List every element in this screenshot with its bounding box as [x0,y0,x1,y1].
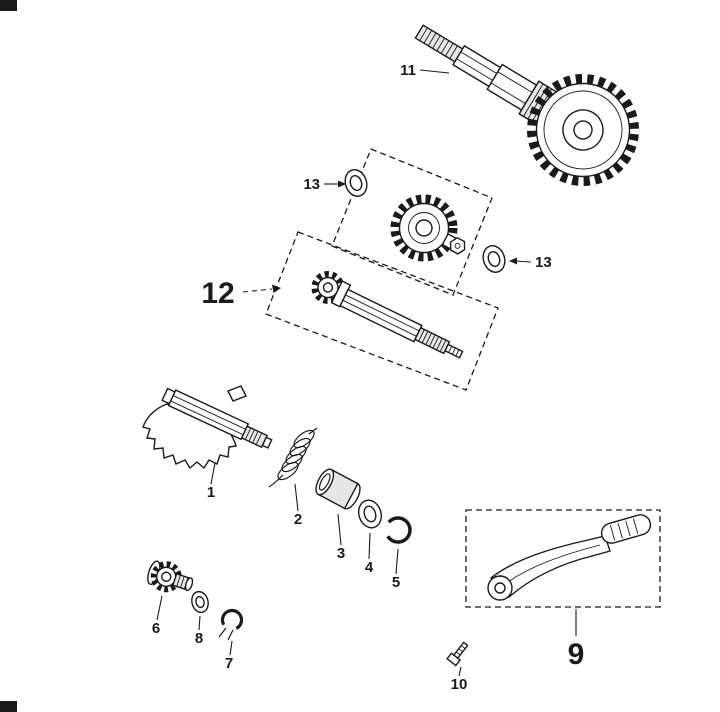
part-6-starter-pinion [147,560,194,593]
corner-mark-bottom-left [0,701,17,712]
leader-line-12 [242,288,273,293]
part-4-washer [357,499,383,529]
part-12-idler-gear [390,194,466,262]
leader-line-6 [156,595,163,621]
part-1-kickstart-spindle [142,385,273,470]
part-8-washer-small [191,590,209,614]
label-part-4: 4 [365,559,374,576]
arrowhead-12 [272,284,281,293]
leader-line-3 [337,513,342,546]
label-part-1: 1 [207,484,215,501]
arrowhead-13-left [338,180,346,188]
label-part-12: 12 [201,277,234,310]
leader-line-13-right [514,260,532,263]
label-part-3: 3 [337,545,345,562]
leader-line-2 [294,483,299,512]
part-12-kickstart-shaft [311,271,464,359]
label-part-13-left: 13 [303,176,320,193]
arrowhead-13-right [509,257,517,265]
leader-line-11 [419,69,450,74]
label-part-9: 9 [568,638,585,671]
leader-line-4 [368,532,371,560]
leader-line-7 [229,640,233,656]
label-part-13-right: 13 [535,254,552,271]
part-9-kickstart-pedal [487,514,652,601]
part-10-bolt [446,641,469,667]
leader-line-1 [210,462,216,485]
part-11-transmission-shaft-gear [414,24,639,186]
part-13-washer-right [482,245,506,273]
leader-line-8 [198,615,201,631]
label-part-11: 11 [400,62,416,79]
part-3-spacer-bushing [315,468,361,510]
label-part-5: 5 [392,574,400,591]
dashed-box-pedal [465,509,661,608]
leader-line-10 [458,666,462,677]
label-part-8: 8 [195,630,203,647]
label-part-2: 2 [294,511,302,528]
part-5-circlip [384,516,412,544]
label-part-7: 7 [225,655,233,672]
leader-line-5 [395,548,399,575]
label-part-10: 10 [451,676,468,693]
part-13-washer-left [344,169,368,197]
part-2-return-spring [268,427,318,488]
part-7-retaining-clip [218,608,244,641]
label-part-6: 6 [152,620,160,637]
dashed-box-idler-gear [331,148,493,296]
corner-mark-top-left [0,0,17,11]
